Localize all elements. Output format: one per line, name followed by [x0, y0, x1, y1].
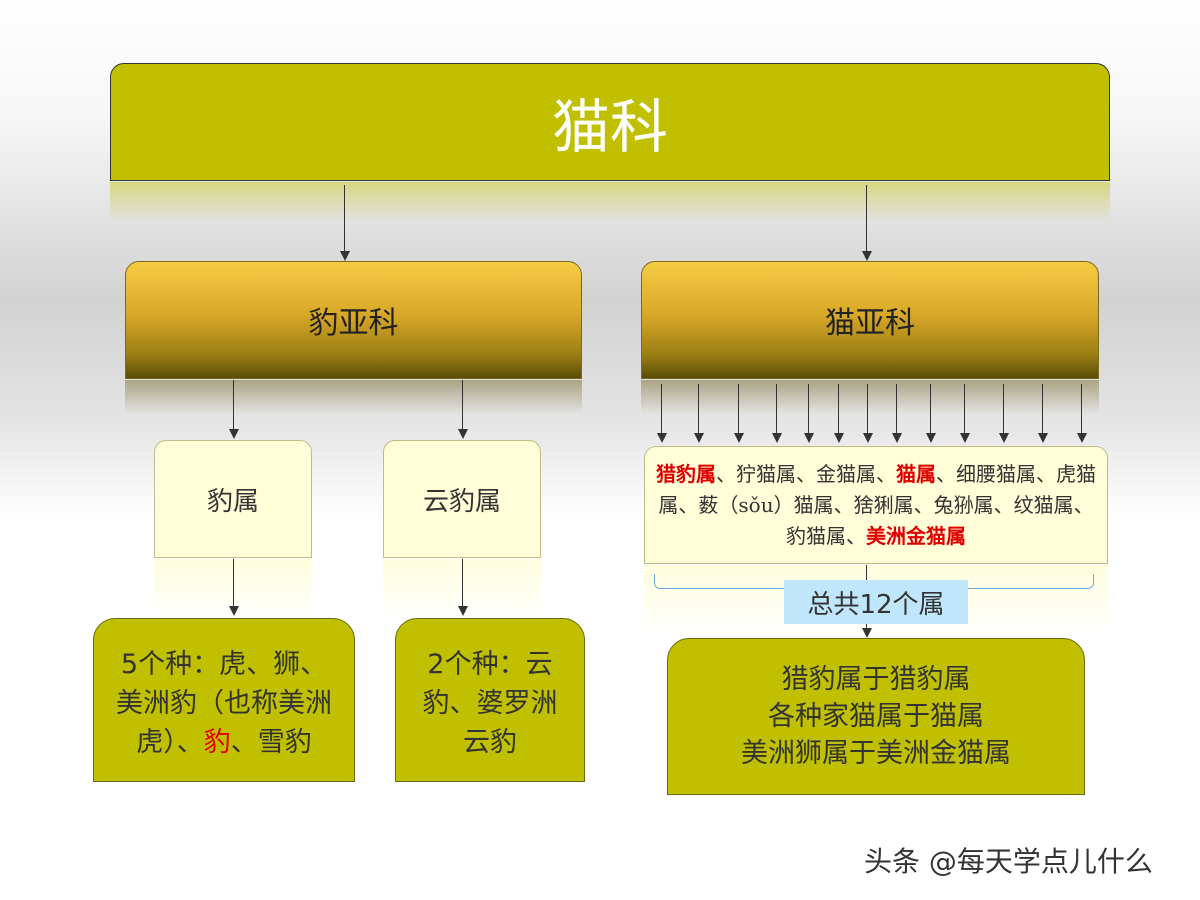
felinae-genus-connector [867, 384, 868, 434]
felinae-genus-connector [1003, 384, 1004, 434]
neofelis-species-line: 2个种：云 [427, 648, 553, 680]
species-leopard: 豹 [203, 726, 231, 758]
felinae-genus-arrow [863, 433, 873, 443]
felinae-genus-arrow [926, 433, 936, 443]
total-genera-badge: 总共12个属 [784, 580, 968, 624]
watermark: 头条 @每天学点儿什么 [864, 845, 1153, 878]
felinae-genus-connector [964, 384, 965, 434]
felinae-genus-arrow [1077, 433, 1087, 443]
felinae-genera-box: 猎豹属、狞猫属、金猫属、猫属、细腰猫属、虎猫属、薮（sǒu）猫属、猞猁属、兔狲属… [644, 446, 1108, 564]
arrow-pantherinae-neofelis [458, 429, 468, 439]
arrow-genera-summary [862, 628, 872, 638]
connector-pantherinae-panthera [233, 380, 234, 430]
felinae-genus-arrow [772, 433, 782, 443]
felinae-genus-arrow [804, 433, 814, 443]
felinae-genus-arrow [1038, 433, 1048, 443]
felinae-label: 猫亚科 [825, 306, 915, 341]
summary-line: 猎豹属于猎豹属 [781, 664, 971, 695]
arrow-panthera-species [229, 606, 239, 616]
genera-list-segment: 、狞猫属、金猫属、 [716, 461, 896, 486]
connector-family-felinae [866, 185, 867, 252]
pantherinae-reflection [125, 380, 582, 414]
neofelis-box: 云豹属 [383, 440, 541, 558]
panthera-species-box: 5个种：虎、狮、 美洲豹（也称美洲 虎）、豹、雪豹 [93, 618, 355, 782]
genus-puma: 美洲金猫属 [866, 523, 966, 548]
title-reflection [110, 182, 1110, 222]
felinae-genus-connector [1042, 384, 1043, 434]
felinae-reflection [641, 380, 1099, 414]
panthera-species-line: 美洲豹（也称美洲 [116, 687, 332, 719]
felinae-genus-arrow [960, 433, 970, 443]
felinae-genus-arrow [734, 433, 744, 443]
genus-acinonyx: 猎豹属 [656, 461, 716, 486]
connector-pantherinae-neofelis [462, 380, 463, 430]
arrow-family-pantherinae [340, 251, 350, 261]
felinae-genus-arrow [999, 433, 1009, 443]
neofelis-label: 云豹属 [422, 486, 501, 517]
felinae-genus-arrow [834, 433, 844, 443]
arrow-pantherinae-panthera [229, 429, 239, 439]
pantherinae-label: 豹亚科 [308, 306, 399, 341]
neofelis-species-line: 豹、婆罗洲 [422, 687, 558, 719]
arrow-neofelis-species [458, 606, 468, 616]
felinae-genus-connector [776, 384, 777, 434]
connector-family-pantherinae [344, 185, 345, 252]
summary-line: 美洲狮属于美洲金猫属 [741, 738, 1011, 769]
felinae-genus-connector [1081, 384, 1082, 434]
panthera-species-segment: 虎）、 [136, 726, 204, 758]
panthera-label: 豹属 [206, 486, 259, 517]
connector-neofelis-species [462, 559, 463, 607]
felinae-genus-connector [896, 384, 897, 434]
felinae-genus-arrow [892, 433, 902, 443]
summary-line: 各种家猫属于猫属 [768, 701, 984, 732]
genera-list-segment: 、细腰猫属、虎猫属、薮（sǒu）猫属、猞猁属、兔狲属、纹猫属、豹猫属、 [658, 461, 1096, 548]
pantherinae-box: 豹亚科 [125, 261, 582, 379]
connector-panthera-species [233, 559, 234, 607]
neofelis-species-line: 云豹 [463, 726, 517, 758]
felinae-genus-connector [930, 384, 931, 434]
summary-box: 猎豹属于猎豹属 各种家猫属于猫属 美洲狮属于美洲金猫属 [667, 638, 1085, 795]
felinae-genus-arrow [694, 433, 704, 443]
family-box: 猫科 [110, 63, 1110, 181]
felinae-genus-connector [808, 384, 809, 434]
felinae-genus-connector [698, 384, 699, 434]
panthera-box: 豹属 [154, 440, 312, 558]
felinae-genus-connector [661, 384, 662, 434]
panthera-species-line: 5个种：虎、狮、 [120, 648, 328, 680]
felinae-genus-connector [738, 384, 739, 434]
felinae-genus-arrow [657, 433, 667, 443]
felinae-genera-text: 猎豹属、狞猫属、金猫属、猫属、细腰猫属、虎猫属、薮（sǒu）猫属、猞猁属、兔狲属… [653, 459, 1099, 552]
family-label: 猫科 [551, 93, 668, 161]
genus-felis: 猫属 [896, 461, 936, 486]
felinae-genus-connector [838, 384, 839, 434]
neofelis-species-box: 2个种：云 豹、婆罗洲 云豹 [395, 618, 585, 782]
panthera-species-segment: 、雪豹 [230, 726, 312, 758]
arrow-family-felinae [862, 251, 872, 261]
felinae-box: 猫亚科 [641, 261, 1099, 379]
